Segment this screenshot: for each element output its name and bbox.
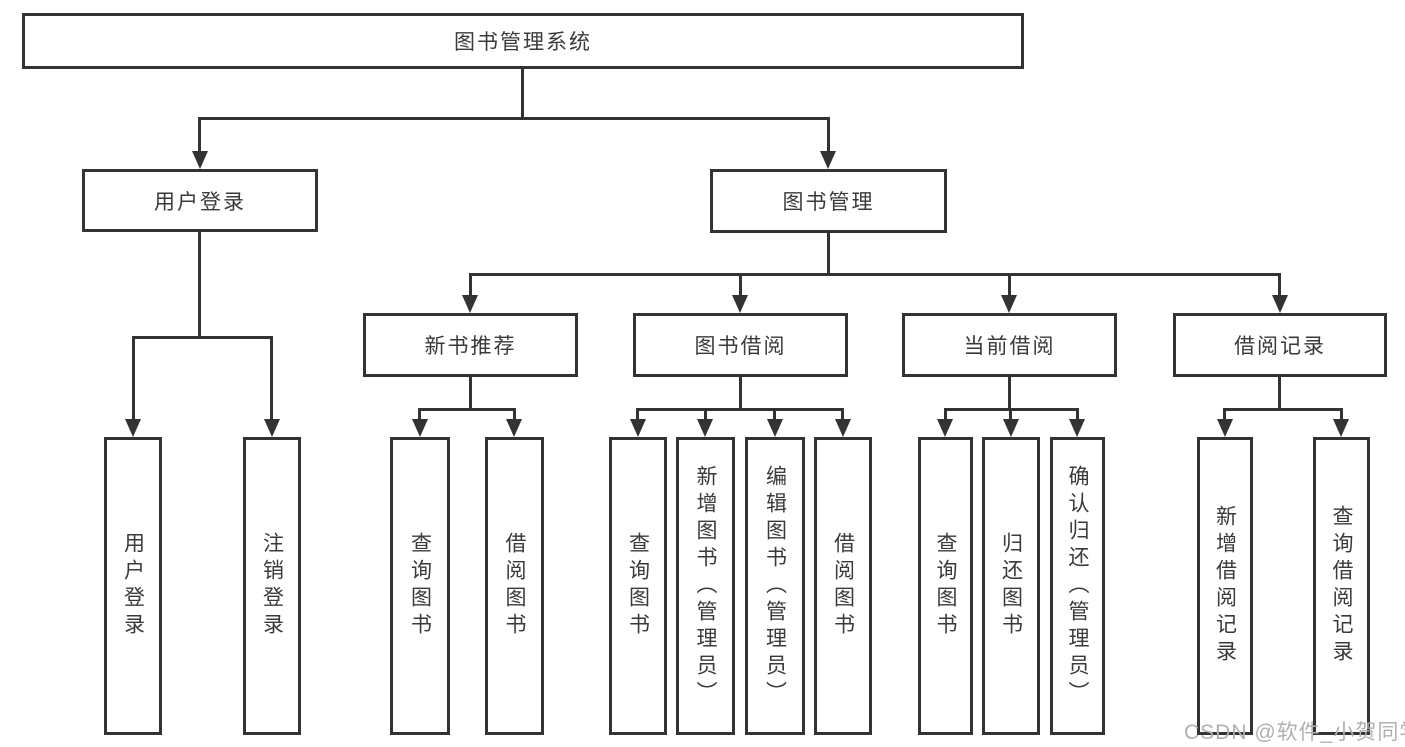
connector-vline	[1278, 276, 1281, 295]
connector-hline	[636, 408, 844, 411]
node-new-book-recommend: 新书推荐	[363, 313, 578, 377]
arrow-down-icon	[937, 419, 953, 437]
arrow-down-icon	[506, 419, 522, 437]
connector-vline	[1278, 377, 1281, 411]
node-root-library-system: 图书管理系统	[22, 13, 1024, 69]
leaf-query-books-recommend: 查询图书	[390, 437, 450, 735]
connector-vline	[521, 69, 524, 120]
arrow-down-icon	[462, 295, 478, 313]
leaf-return-books: 归还图书	[982, 437, 1040, 735]
arrow-down-icon	[1217, 419, 1233, 437]
connector-vline	[198, 232, 201, 339]
connector-vline	[1076, 411, 1079, 419]
arrow-down-icon	[732, 295, 748, 313]
connector-hline	[418, 408, 516, 411]
connector-vline	[636, 411, 639, 419]
connector-hline	[944, 408, 1079, 411]
arrow-down-icon	[1333, 419, 1349, 437]
arrow-down-icon	[767, 419, 783, 437]
arrow-down-icon	[192, 151, 208, 169]
connector-hline	[132, 336, 273, 339]
connector-vline	[827, 233, 830, 276]
leaf-borrow-books-recommend: 借阅图书	[485, 437, 544, 735]
leaf-add-books-admin: 新增图书（管理员）	[676, 437, 735, 735]
node-user-login: 用户登录	[82, 169, 318, 232]
connector-vline	[739, 377, 742, 411]
arrow-down-icon	[125, 419, 141, 437]
leaf-query-books-current: 查询图书	[918, 437, 973, 735]
node-book-borrow: 图书借阅	[633, 313, 848, 377]
connector-vline	[1340, 411, 1343, 419]
leaf-logout: 注销登录	[243, 437, 301, 735]
connector-vline	[827, 120, 830, 152]
arrow-down-icon	[630, 419, 646, 437]
connector-vline	[1008, 377, 1011, 411]
node-borrow-records: 借阅记录	[1173, 313, 1387, 377]
arrow-down-icon	[1001, 295, 1017, 313]
connector-vline	[1008, 276, 1011, 295]
connector-vline	[270, 339, 273, 420]
connector-vline	[1009, 411, 1012, 419]
arrow-down-icon	[1003, 419, 1019, 437]
connector-vline	[198, 120, 201, 152]
arrow-down-icon	[1069, 419, 1085, 437]
arrow-down-icon	[697, 419, 713, 437]
connector-vline	[132, 339, 135, 420]
arrow-down-icon	[264, 419, 280, 437]
connector-vline	[704, 411, 707, 419]
leaf-query-borrow-record: 查询借阅记录	[1313, 437, 1370, 735]
arrow-down-icon	[412, 419, 428, 437]
node-current-borrow: 当前借阅	[902, 313, 1117, 377]
connector-vline	[418, 411, 421, 419]
arrow-down-icon	[835, 419, 851, 437]
arrow-down-icon	[820, 151, 836, 169]
connector-vline	[513, 411, 516, 419]
connector-hline	[198, 117, 830, 120]
connector-vline	[773, 411, 776, 419]
connector-vline	[1223, 411, 1226, 419]
connector-vline	[469, 377, 472, 411]
connector-hline	[1223, 408, 1343, 411]
connector-vline	[944, 411, 947, 419]
leaf-confirm-return-admin: 确认归还（管理员）	[1050, 437, 1105, 735]
connector-vline	[469, 276, 472, 295]
csdn-watermark: CSDN @软件_小贺同学	[1184, 721, 1405, 744]
connector-vline	[739, 276, 742, 295]
connector-hline	[469, 273, 1281, 276]
arrow-down-icon	[1272, 295, 1288, 313]
leaf-borrow-books: 借阅图书	[814, 437, 872, 735]
connector-vline	[841, 411, 844, 419]
leaf-query-books-borrow: 查询图书	[609, 437, 667, 735]
leaf-add-borrow-record: 新增借阅记录	[1197, 437, 1253, 735]
leaf-user-login: 用户登录	[104, 437, 162, 735]
node-book-management: 图书管理	[710, 169, 947, 233]
leaf-edit-books-admin: 编辑图书（管理员）	[745, 437, 805, 735]
